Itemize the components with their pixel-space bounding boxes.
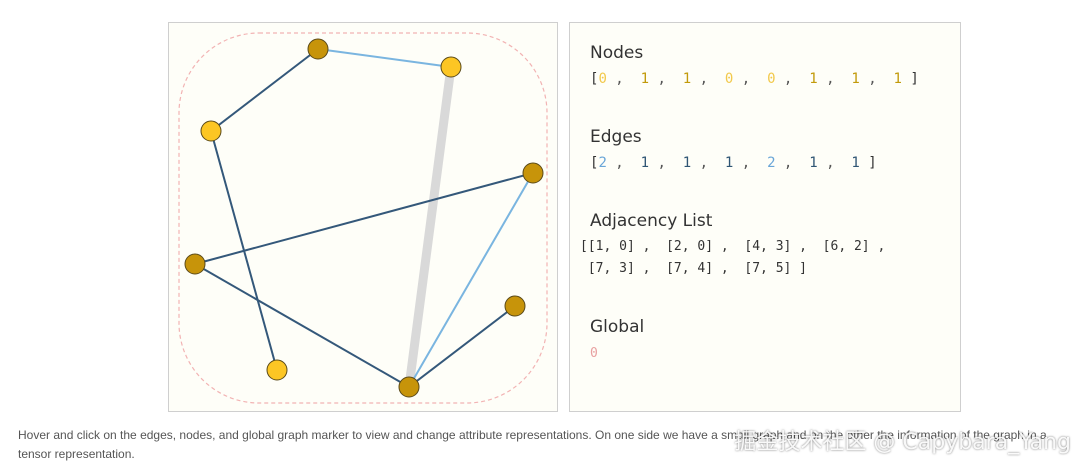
edges-separator: , xyxy=(649,155,683,171)
adjacency-pair-4[interactable]: [7, 3] xyxy=(587,261,635,276)
graph-edge-7-4[interactable] xyxy=(194,263,410,388)
figure-caption: Hover and click on the edges, nodes, and… xyxy=(18,428,1047,461)
graph-node-6[interactable] xyxy=(266,359,288,381)
graph-edge-2-0[interactable] xyxy=(210,48,319,132)
node-value-7[interactable]: 1 xyxy=(893,71,902,87)
graph-edge-1-0[interactable] xyxy=(317,48,452,68)
node-value-3[interactable]: 0 xyxy=(724,71,734,87)
adjacency-pair-6[interactable]: [7, 5] xyxy=(744,261,792,276)
edges-separator: , xyxy=(775,155,810,171)
node-value-6[interactable]: 1 xyxy=(851,71,860,87)
adjacency-pair-0[interactable]: [1, 0] xyxy=(587,239,635,254)
graph-panel xyxy=(168,22,558,412)
edges-separator: , xyxy=(691,155,725,171)
graph-node-2[interactable] xyxy=(200,120,222,142)
nodes-separator: , xyxy=(775,71,810,87)
node-value-4[interactable]: 0 xyxy=(767,71,776,87)
nodes-separator: , xyxy=(606,71,641,87)
adjacency-separator: , xyxy=(713,261,745,276)
graph-node-1[interactable] xyxy=(440,56,462,78)
nodes-open-bracket: [ xyxy=(590,71,599,87)
adjacency-pair-1[interactable]: [2, 0] xyxy=(666,239,714,254)
node-value-0[interactable]: 0 xyxy=(598,71,607,87)
adjacency-pair-3[interactable]: [6, 2] xyxy=(822,239,870,254)
edges-separator: , xyxy=(606,155,641,171)
nodes-separator: , xyxy=(733,71,768,87)
adjacency-separator: , xyxy=(869,239,901,254)
adjacency-pair-5[interactable]: [7, 4] xyxy=(666,261,714,276)
edges-close-bracket: ] xyxy=(859,155,877,171)
adjacency-separator: , xyxy=(713,239,745,254)
selected-edge-highlight xyxy=(404,62,456,392)
graph-node-7[interactable] xyxy=(398,376,420,398)
node-value-2[interactable]: 1 xyxy=(682,71,692,87)
nodes-close-bracket: ] xyxy=(901,71,919,87)
edge-value-3[interactable]: 1 xyxy=(724,155,734,171)
adjacency-pair-2[interactable]: [4, 3] xyxy=(744,239,792,254)
nodes-separator: , xyxy=(649,71,683,87)
graph-node-3[interactable] xyxy=(522,162,544,184)
graph-canvas[interactable] xyxy=(169,23,557,411)
graph-edge-4-3[interactable] xyxy=(194,172,534,265)
global-title: Global xyxy=(590,317,645,337)
edges-tensor[interactable]: [2 , 1 , 1 , 1 , 2 , 1 , 1 ] xyxy=(590,155,877,171)
nodes-separator: , xyxy=(859,71,894,87)
nodes-tensor[interactable]: [0 , 1 , 1 , 0 , 0 , 1 , 1 , 1 ] xyxy=(590,71,919,87)
tensor-panel: Nodes [0 , 1 , 1 , 0 , 0 , 1 , 1 , 1 ] E… xyxy=(569,22,961,412)
adjacency-separator: , xyxy=(634,261,667,276)
adjacency-list[interactable]: [[1, 0] , [2, 0] , [4, 3] , [6, 2] , [7,… xyxy=(580,236,901,280)
edge-value-4[interactable]: 2 xyxy=(767,155,776,171)
edge-value-5[interactable]: 1 xyxy=(809,155,818,171)
edge-value-6[interactable]: 1 xyxy=(851,155,860,171)
graph-node-5[interactable] xyxy=(504,295,526,317)
node-value-5[interactable]: 1 xyxy=(809,71,818,87)
global-value[interactable]: 0 xyxy=(590,346,598,361)
graph-edge-7-3[interactable] xyxy=(408,172,534,388)
edges-title: Edges xyxy=(590,127,642,147)
edge-value-1[interactable]: 1 xyxy=(640,155,650,171)
graph-edge-6-2[interactable] xyxy=(210,130,278,371)
adjacency-close-bracket: ] xyxy=(791,261,808,276)
node-value-1[interactable]: 1 xyxy=(640,71,650,87)
edges-separator: , xyxy=(733,155,768,171)
edge-value-2[interactable]: 1 xyxy=(682,155,692,171)
graph-edge-7-5[interactable] xyxy=(408,305,516,388)
adjacency-separator: , xyxy=(634,239,667,254)
graph-node-0[interactable] xyxy=(307,38,329,60)
edges-separator: , xyxy=(817,155,852,171)
nodes-separator: , xyxy=(691,71,725,87)
nodes-title: Nodes xyxy=(590,43,644,63)
global-marker[interactable] xyxy=(178,32,548,404)
adjacency-title: Adjacency List xyxy=(590,211,713,231)
watermark: 掘金技术社区 @ Capybara_Yang xyxy=(734,430,1071,455)
adjacency-separator: , xyxy=(791,239,823,254)
edges-open-bracket: [ xyxy=(590,155,599,171)
edge-value-0[interactable]: 2 xyxy=(598,155,607,171)
nodes-separator: , xyxy=(817,71,852,87)
adjacency-open-bracket: [ xyxy=(580,239,588,254)
graph-node-4[interactable] xyxy=(184,253,206,275)
